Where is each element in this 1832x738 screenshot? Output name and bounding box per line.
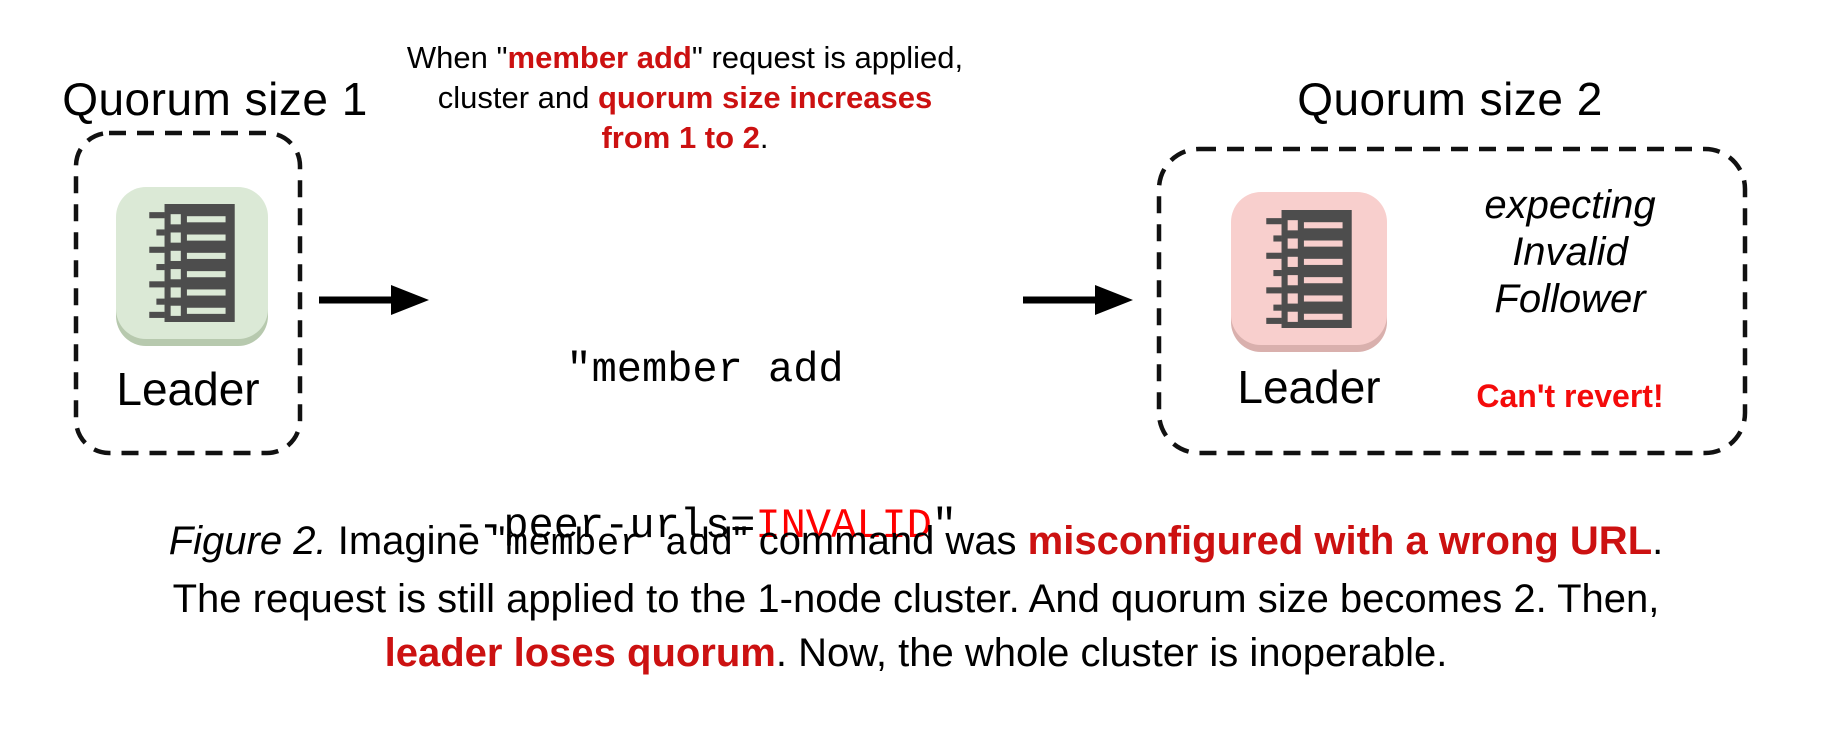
arrow-right-icon — [319, 285, 429, 315]
arrow-right-icon — [1023, 285, 1133, 315]
right-cluster-dashed-box — [1156, 146, 1748, 456]
right-node-label: Leader — [1237, 361, 1381, 413]
expecting-line-3: Follower — [1494, 277, 1646, 321]
log-ledger-glyph — [1266, 209, 1352, 328]
cant-revert-warning: Can't revert! — [1476, 378, 1664, 414]
etcd-leader-icon-green — [116, 187, 268, 339]
member-add-command: "member add --peer-urls=INVALID" — [418, 240, 992, 656]
etcd-leader-icon-pink — [1231, 192, 1387, 345]
left-quorum-title: Quorum size 1 — [62, 73, 368, 125]
command-line-2: --peer-urls=INVALID" — [452, 502, 958, 550]
left-cluster-dashed-box — [73, 130, 303, 456]
right-quorum-title: Quorum size 2 — [1297, 73, 1603, 125]
caption-line-1: Figure 2. Imagine "member add" command w… — [168, 519, 1664, 566]
expecting-line-2: Invalid — [1512, 230, 1628, 274]
note-line-2: cluster and quorum size increases — [437, 80, 933, 115]
command-line-1: "member add — [566, 346, 844, 394]
note-line-3: from 1 to 2. — [601, 120, 769, 155]
left-node-label: Leader — [116, 363, 260, 415]
caption-line-2: The request is still applied to the 1-no… — [172, 577, 1660, 621]
expecting-line-1: expecting — [1484, 183, 1656, 227]
figure-caption: Figure 2. Imagine "member add" command w… — [0, 514, 1832, 680]
member-add-note: When "member add" request is applied, cl… — [400, 38, 970, 158]
note-line-1: When "member add" request is applied, — [406, 40, 964, 75]
expecting-invalid-follower-note: expecting Invalid Follower — [1420, 182, 1720, 323]
log-ledger-glyph — [149, 204, 235, 322]
caption-line-3: leader loses quorum. Now, the whole clus… — [384, 631, 1448, 675]
